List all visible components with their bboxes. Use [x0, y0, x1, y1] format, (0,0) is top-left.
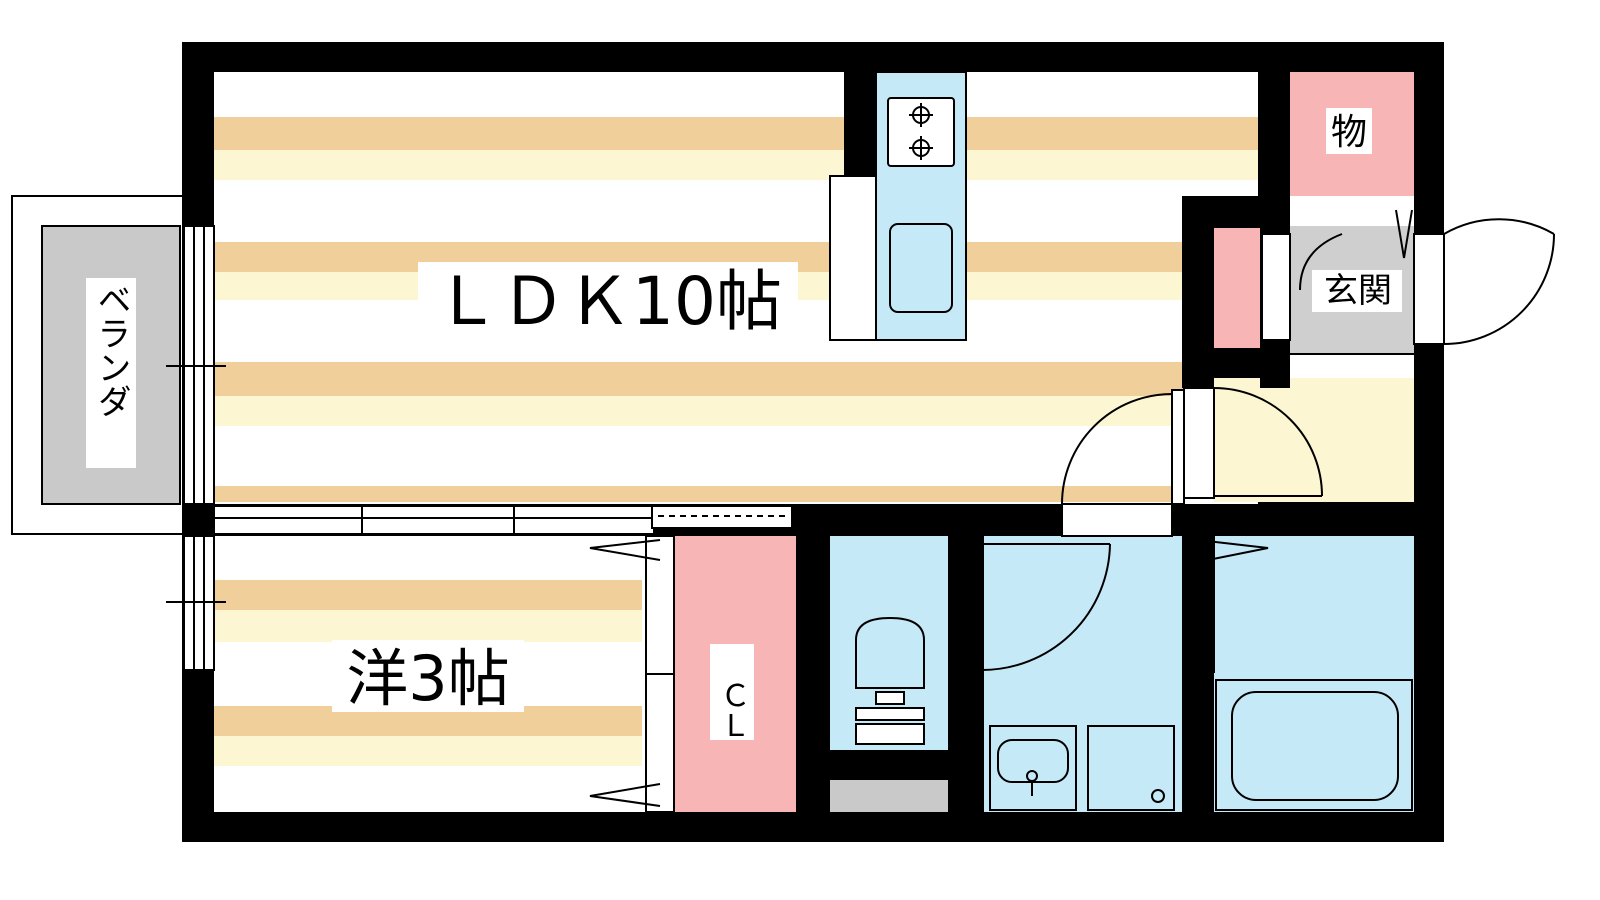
ldk-sliding-partition[interactable]: [213, 505, 793, 535]
kitchen-counter: [875, 71, 967, 341]
storage: 物: [1290, 72, 1414, 196]
western-room-label: 洋3帖: [346, 642, 509, 715]
bathroom: [1214, 536, 1414, 812]
balcony-window-western[interactable]: [166, 535, 226, 671]
balcony-window-ldk[interactable]: [166, 225, 226, 505]
washroom: [984, 536, 1182, 812]
entrance-door[interactable]: [1413, 218, 1555, 345]
gas-stove-icon: [887, 97, 955, 167]
washing-machine-icon: [1087, 725, 1175, 811]
bathtub-icon: [1215, 679, 1413, 811]
toilet-room: [830, 536, 948, 812]
hallway-door[interactable]: [1183, 387, 1323, 499]
kitchen-counter-end: [829, 175, 877, 341]
washbasin-icon: [989, 725, 1077, 811]
entrance: 玄関: [1214, 196, 1414, 378]
balcony-label: ベランダ: [91, 282, 131, 418]
closet-door[interactable]: [589, 535, 675, 813]
toilet-icon: [855, 616, 925, 745]
storage-label: 物: [1331, 112, 1367, 153]
kitchen-partition: [844, 72, 878, 176]
balcony: ベランダ: [11, 195, 185, 535]
hallway: [1214, 378, 1414, 502]
closet-label: ＣＬ: [715, 680, 750, 740]
closet: ＣＬ: [674, 536, 796, 812]
entrance-label: 玄関: [1324, 271, 1392, 311]
ldk-label: ＬＤＫ10帖: [434, 263, 782, 340]
kitchen-sink-icon: [889, 223, 953, 313]
ldk-door[interactable]: [1061, 389, 1185, 537]
